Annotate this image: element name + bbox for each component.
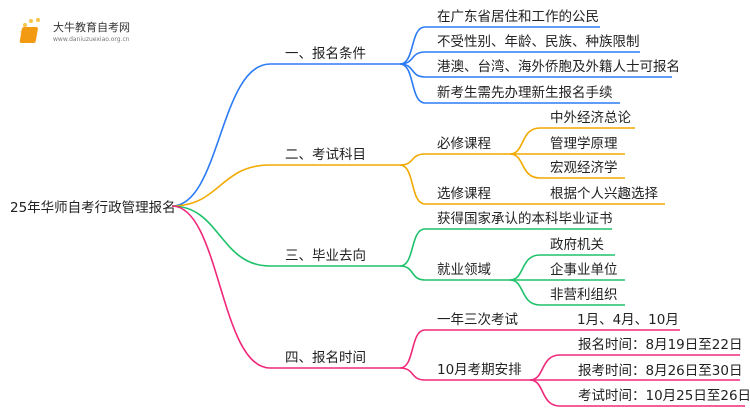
- leaf-node[interactable]: 政府机关: [550, 237, 604, 253]
- node-october-schedule[interactable]: 10月考期安排: [437, 362, 522, 378]
- leaf-node[interactable]: 1月、4月、10月: [577, 312, 679, 328]
- branch-registration-conditions[interactable]: 一、报名条件: [285, 45, 366, 62]
- book-icon: [19, 27, 38, 43]
- branch-exam-subjects[interactable]: 二、考试科目: [285, 147, 366, 163]
- leaf-node[interactable]: 获得国家承认的本科毕业证书: [437, 210, 613, 227]
- leaf-node[interactable]: 在广东省居住和工作的公民: [437, 9, 599, 25]
- leaf-node[interactable]: 非营利组织: [550, 287, 618, 303]
- branch-graduation-destination[interactable]: 三、毕业去向: [285, 248, 366, 264]
- branch-registration-time[interactable]: 四、报名时间: [285, 350, 366, 366]
- node-employment-fields[interactable]: 就业领域: [437, 262, 491, 278]
- logo-url: www.daniuzuexiao.org.cn: [53, 36, 130, 43]
- leaf-node[interactable]: 港澳、台湾、海外侨胞及外籍人士可报名: [437, 58, 680, 75]
- leaf-node[interactable]: 新考生需先办理新生报名手续: [437, 85, 613, 101]
- node-required-courses[interactable]: 必修课程: [437, 136, 491, 152]
- leaf-node[interactable]: 宏观经济学: [550, 160, 618, 176]
- leaf-node[interactable]: 中外经济总论: [550, 110, 631, 126]
- leaf-node[interactable]: 报考时间：8月26日至30日: [578, 363, 742, 379]
- leaf-node[interactable]: 根据个人兴趣选择: [550, 186, 658, 202]
- logo: 大牛教育自考网 www.daniuzuexiao.org.cn: [19, 18, 130, 43]
- leaf-node[interactable]: 企事业单位: [550, 261, 618, 278]
- root-node[interactable]: 25年华师自考行政管理报名: [10, 200, 176, 216]
- leaf-node[interactable]: 报名时间：8月19日至22日: [578, 337, 742, 353]
- node-three-exams-per-year[interactable]: 一年三次考试: [437, 312, 518, 328]
- leaf-node[interactable]: 管理学原理: [550, 136, 618, 152]
- leaf-node[interactable]: 不受性别、年龄、民族、种族限制: [437, 34, 640, 50]
- logo-title: 大牛教育自考网: [53, 20, 130, 34]
- leaf-node[interactable]: 考试时间：10月25日至26日: [578, 388, 750, 404]
- node-elective-courses[interactable]: 选修课程: [437, 186, 491, 202]
